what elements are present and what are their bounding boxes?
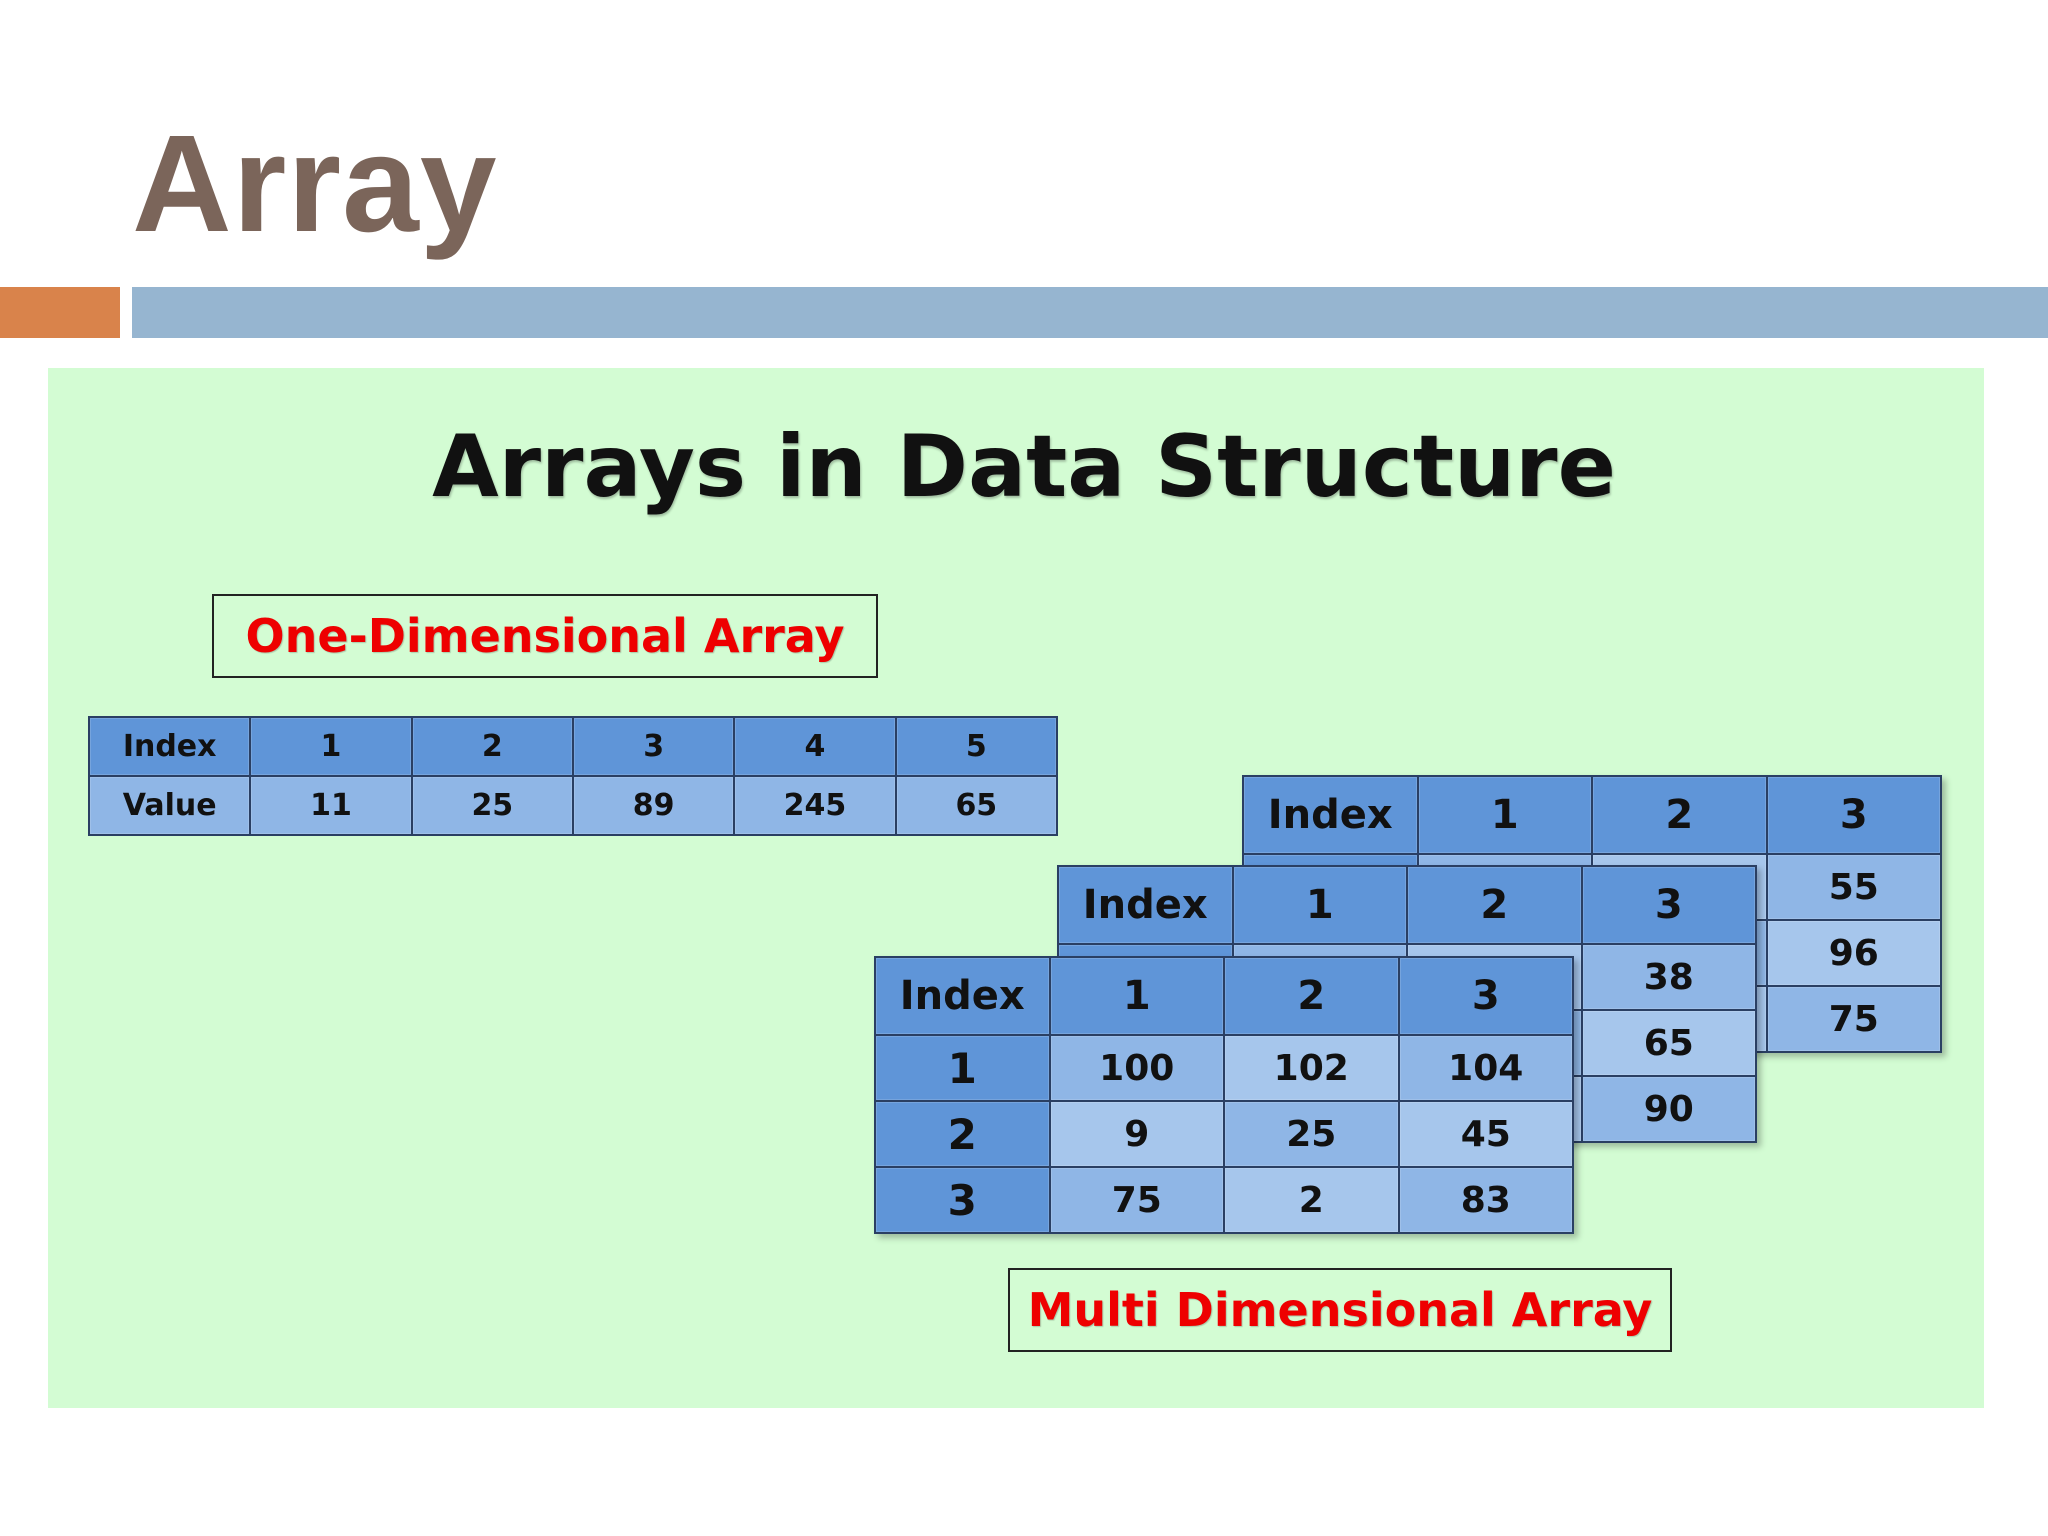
multi-d-cell: 45 bbox=[1397, 1100, 1574, 1168]
multi-d-col-header: 3 bbox=[1765, 775, 1942, 855]
multi-d-row-label: 3 bbox=[874, 1166, 1051, 1234]
multi-d-cell: 104 bbox=[1397, 1034, 1574, 1102]
multi-d-col-header: 2 bbox=[1591, 775, 1768, 855]
one-d-index-cell: 3 bbox=[571, 716, 736, 777]
one-d-value-label: Value bbox=[87, 775, 252, 836]
one-d-index-cell: 5 bbox=[894, 716, 1059, 777]
multi-d-row: 1 100 102 104 bbox=[874, 1034, 1574, 1102]
one-dimensional-label: One-Dimensional Array bbox=[212, 594, 878, 678]
multi-d-cell: 38 bbox=[1580, 943, 1757, 1011]
one-d-value-cell: 89 bbox=[571, 775, 736, 836]
one-d-value-cell: 25 bbox=[410, 775, 574, 836]
multi-d-index-label: Index bbox=[1057, 865, 1234, 945]
multi-d-row: 2 9 25 45 bbox=[874, 1100, 1574, 1168]
multi-d-row-label: 2 bbox=[874, 1100, 1051, 1168]
multi-d-cell: 25 bbox=[1223, 1100, 1400, 1168]
multi-d-col-header: 2 bbox=[1223, 956, 1400, 1036]
multi-d-cell: 90 bbox=[1580, 1075, 1757, 1143]
multi-d-cell: 102 bbox=[1223, 1034, 1400, 1102]
multi-d-cell: 65 bbox=[1580, 1009, 1757, 1077]
one-d-index-cell: 2 bbox=[410, 716, 574, 777]
one-d-array-table: Index 1 2 3 4 5 Value 11 25 89 245 65 bbox=[87, 716, 1059, 836]
multi-d-col-header: 1 bbox=[1416, 775, 1593, 855]
one-d-value-row: Value 11 25 89 245 65 bbox=[87, 775, 1059, 836]
one-d-value-cell: 11 bbox=[249, 775, 413, 836]
multi-d-row: 3 75 2 83 bbox=[874, 1166, 1574, 1234]
one-d-index-cell: 1 bbox=[249, 716, 413, 777]
multi-d-index-label: Index bbox=[874, 956, 1051, 1036]
multi-d-layer-front: Index 1 2 3 1 100 102 104 2 9 25 45 3 75… bbox=[874, 956, 1574, 1234]
one-d-index-label: Index bbox=[87, 716, 252, 777]
multi-d-cell: 96 bbox=[1765, 919, 1942, 987]
multi-d-cell: 2 bbox=[1223, 1166, 1400, 1234]
multi-d-col-header: 2 bbox=[1406, 865, 1583, 945]
multi-d-col-header: 1 bbox=[1048, 956, 1225, 1036]
multi-d-col-header: 3 bbox=[1397, 956, 1574, 1036]
one-d-index-cell: 4 bbox=[733, 716, 897, 777]
multi-d-cell: 83 bbox=[1397, 1166, 1574, 1234]
one-d-value-cell: 245 bbox=[733, 775, 897, 836]
multi-d-header-row: Index 1 2 3 bbox=[1057, 865, 1757, 945]
one-d-index-row: Index 1 2 3 4 5 bbox=[87, 716, 1059, 777]
multi-d-header-row: Index 1 2 3 bbox=[1242, 775, 1942, 855]
one-d-value-cell: 65 bbox=[894, 775, 1059, 836]
multi-dimensional-label: Multi Dimensional Array bbox=[1008, 1268, 1672, 1352]
multi-d-cell: 100 bbox=[1048, 1034, 1225, 1102]
multi-d-cell: 9 bbox=[1048, 1100, 1225, 1168]
multi-d-cell: 55 bbox=[1765, 853, 1942, 921]
diagram-heading: Arrays in Data Structure bbox=[432, 417, 1616, 517]
multi-d-col-header: 1 bbox=[1231, 865, 1408, 945]
title-accent-blue bbox=[132, 287, 2048, 338]
slide-title: Array bbox=[132, 107, 498, 261]
multi-d-col-header: 3 bbox=[1580, 865, 1757, 945]
title-accent-orange bbox=[0, 287, 120, 338]
multi-d-header-row: Index 1 2 3 bbox=[874, 956, 1574, 1036]
multi-d-cell: 75 bbox=[1048, 1166, 1225, 1234]
multi-d-cell: 75 bbox=[1765, 985, 1942, 1053]
multi-d-index-label: Index bbox=[1242, 775, 1419, 855]
multi-d-row-label: 1 bbox=[874, 1034, 1051, 1102]
